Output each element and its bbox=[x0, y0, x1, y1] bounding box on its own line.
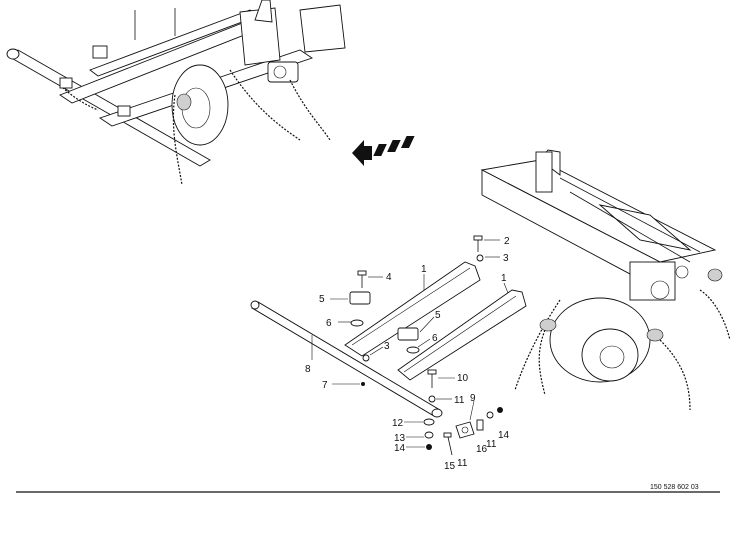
callout-11: 11 bbox=[457, 458, 468, 469]
callout-4: 4 bbox=[386, 272, 392, 283]
callout-11: 11 bbox=[486, 439, 497, 450]
callout-8: 8 bbox=[305, 364, 311, 375]
callout-6: 6 bbox=[432, 333, 438, 344]
callout-9: 9 bbox=[470, 393, 476, 404]
callout-15: 15 bbox=[444, 461, 456, 472]
callout-1: 1 bbox=[421, 264, 427, 275]
leader-lines bbox=[311, 239, 509, 448]
callout-11: 11 bbox=[454, 395, 465, 406]
callout-13: 13 bbox=[394, 433, 406, 444]
bracket-arm-left bbox=[344, 261, 481, 357]
drawing-number: 150 528 602 03 bbox=[650, 484, 699, 491]
callout-3: 3 bbox=[384, 341, 390, 352]
callout-5: 5 bbox=[319, 294, 325, 305]
callout-14: 14 bbox=[498, 430, 510, 441]
callout-7: 7 bbox=[322, 380, 328, 391]
callout-5: 5 bbox=[435, 310, 441, 321]
callout-12: 12 bbox=[392, 418, 404, 429]
callout-3: 3 bbox=[503, 253, 509, 264]
clamp-part-5-lower bbox=[397, 327, 419, 341]
callout-labels: 1 1 2 3 3 4 5 5 6 6 7 8 9 10 11 11 11 12… bbox=[305, 236, 510, 472]
callout-2: 2 bbox=[504, 236, 510, 247]
bracket-arm-right bbox=[397, 289, 527, 381]
exploded-parts bbox=[250, 235, 527, 456]
machine-frame-illustration bbox=[480, 149, 731, 411]
direction-arrow bbox=[352, 136, 415, 166]
installed-overview-illustration bbox=[6, 0, 346, 186]
callout-10: 10 bbox=[457, 373, 469, 384]
callout-16: 16 bbox=[476, 444, 488, 455]
callout-6: 6 bbox=[326, 318, 332, 329]
callout-14: 14 bbox=[394, 443, 406, 454]
clamp-part-5-upper bbox=[349, 291, 371, 305]
callout-1: 1 bbox=[501, 273, 507, 284]
